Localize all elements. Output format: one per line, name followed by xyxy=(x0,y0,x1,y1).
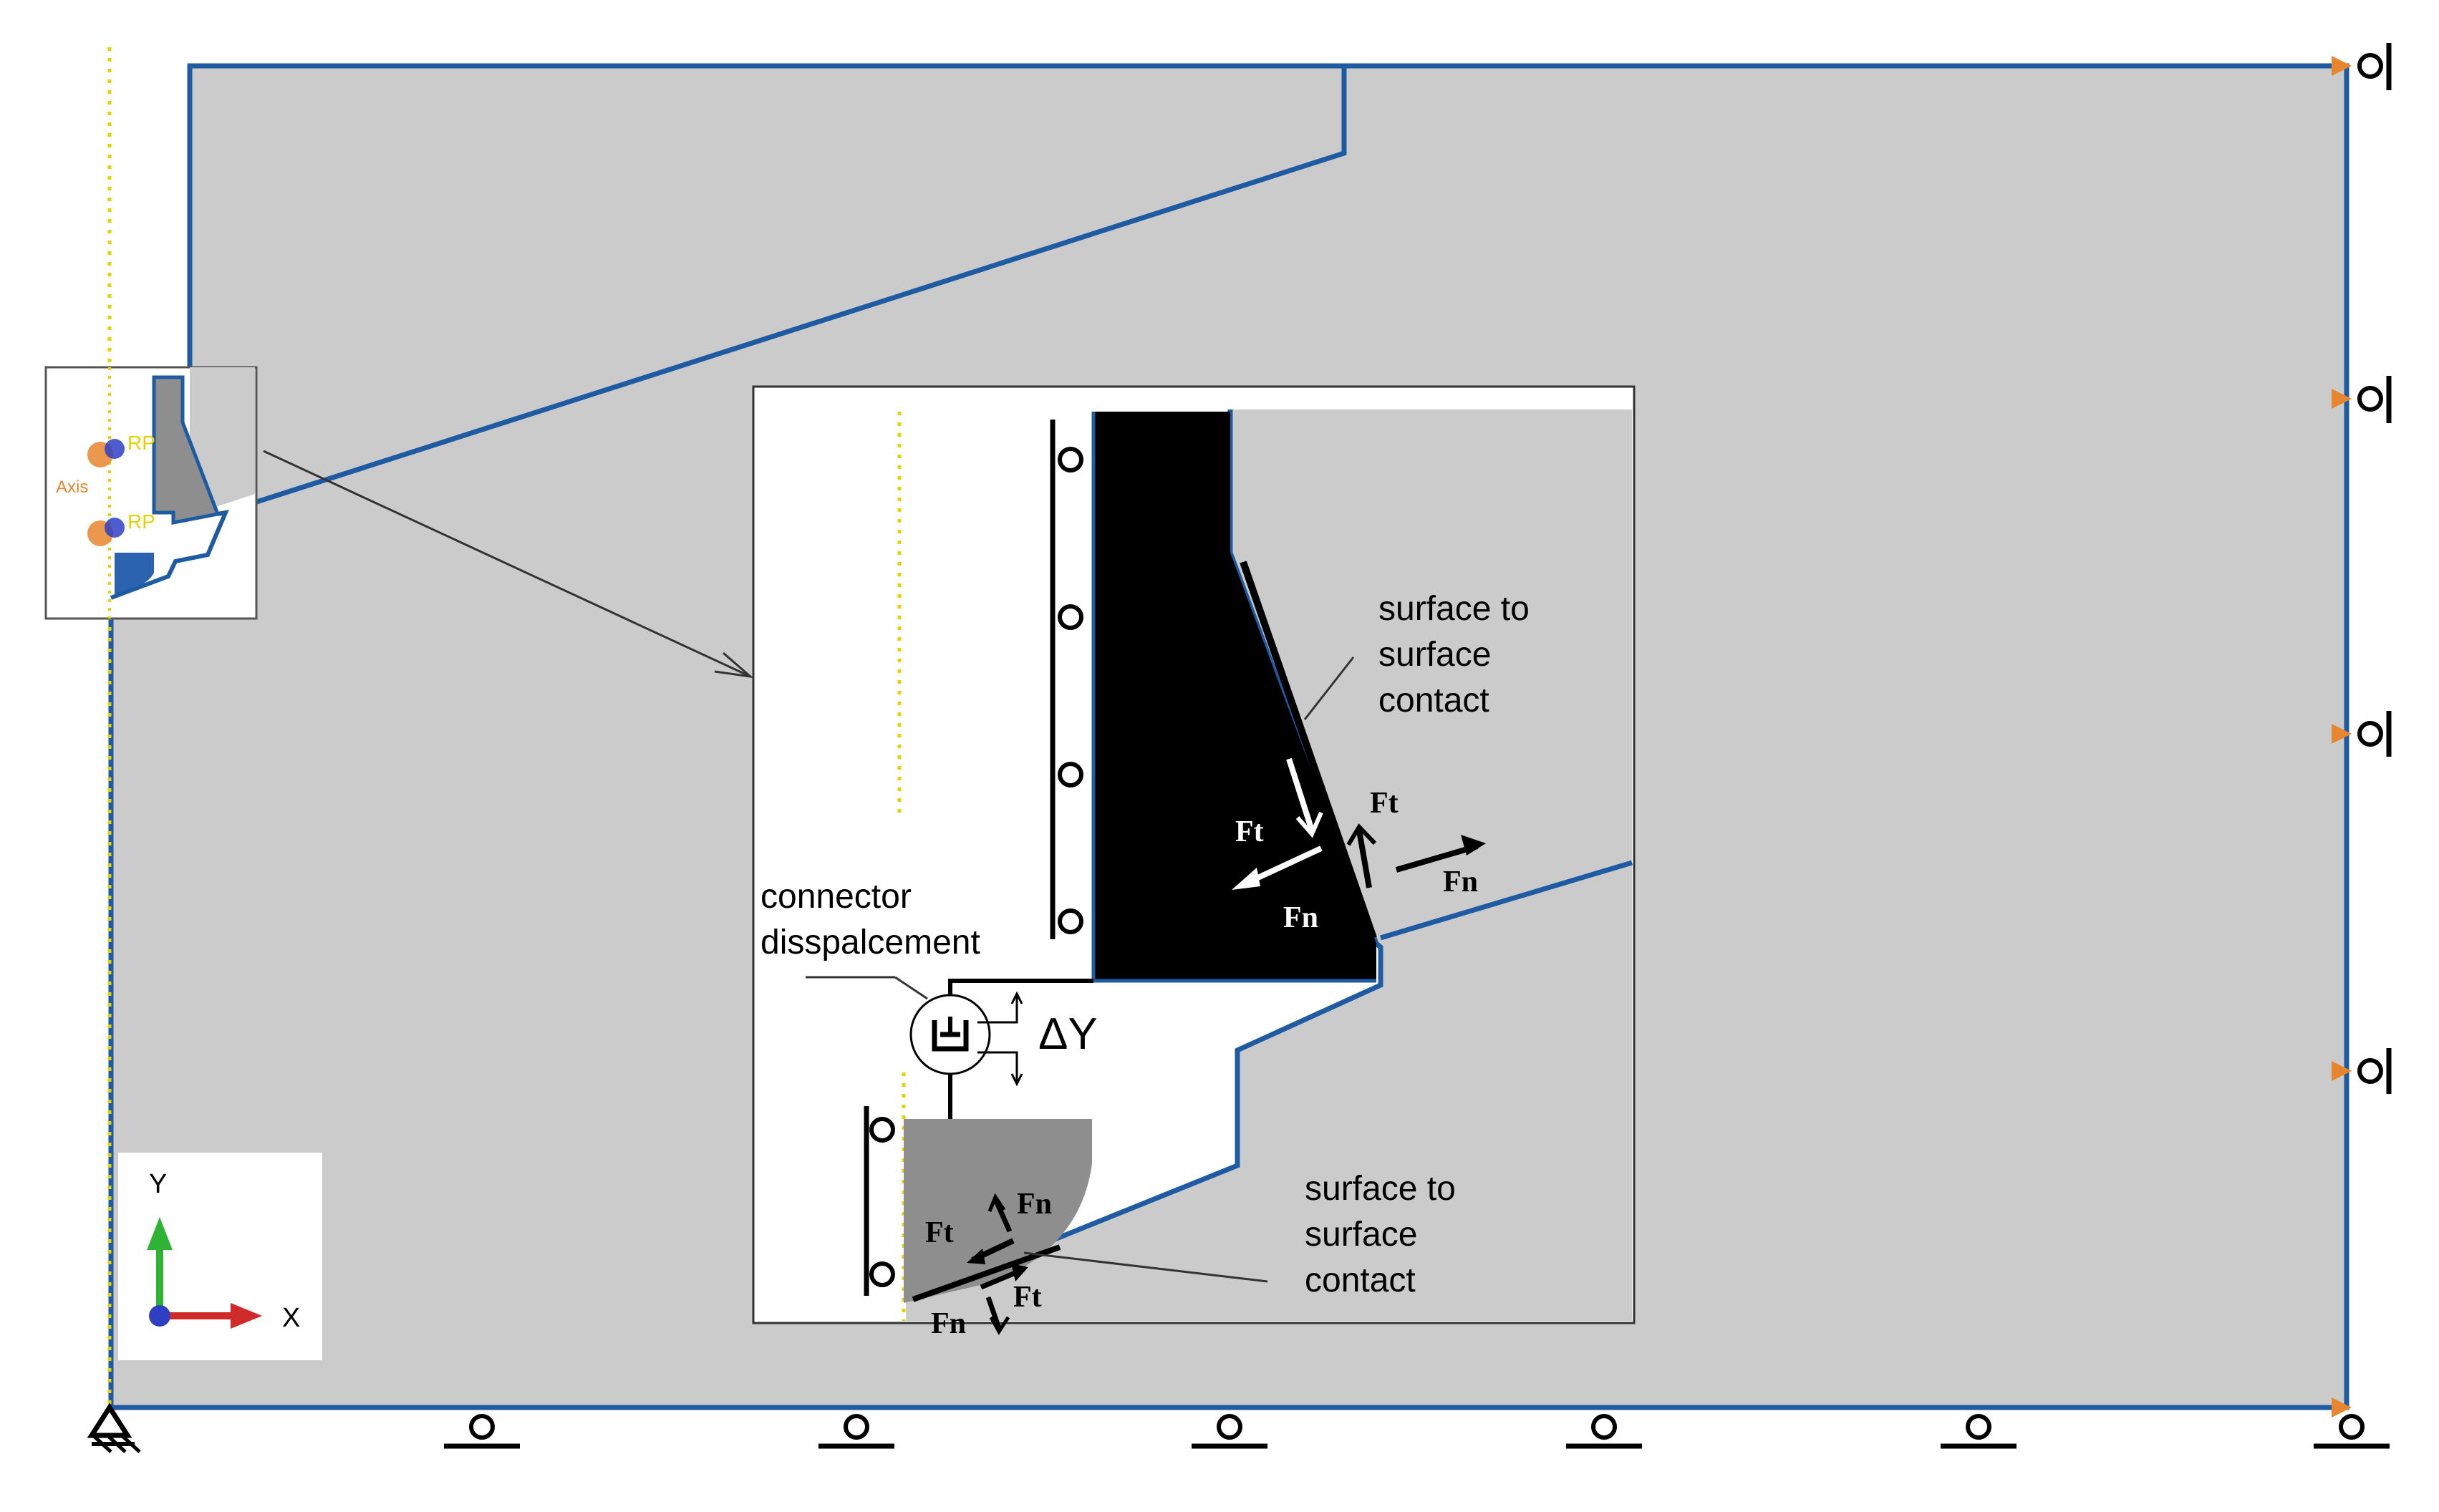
force-ft-lower-left: Ft xyxy=(925,1216,954,1249)
contact-label-upper-1: surface to xyxy=(1378,590,1530,628)
roller-support xyxy=(818,1414,894,1449)
contact-surface-upper xyxy=(1240,561,1377,939)
force-ft-upper-right: Ft xyxy=(1370,787,1399,820)
contact-label-lower-1: surface to xyxy=(1305,1170,1456,1208)
force-ft-upper-left: Ft xyxy=(1235,815,1264,848)
delta-y-label: ΔY xyxy=(1038,1009,1098,1059)
inner-boundary-line xyxy=(224,66,1347,515)
force-ft-lower-right: Ft xyxy=(1013,1281,1042,1314)
y-axis-label: Y xyxy=(149,1169,167,1199)
contact-surface-lower xyxy=(912,1244,1061,1302)
roller-support xyxy=(2332,711,2392,757)
contact-label-upper-3: contact xyxy=(1378,682,1489,719)
roller-support xyxy=(2332,43,2392,90)
overview-upper-part xyxy=(152,375,221,525)
inset-inclined-line xyxy=(1379,860,1633,941)
force-fn-upper-left: Fn xyxy=(1283,901,1318,934)
axis-label: Axis xyxy=(56,478,88,497)
coordinate-triad: Y X xyxy=(118,1153,322,1360)
force-arrows-upper xyxy=(1232,757,1486,890)
contact-label-lower-2: surface xyxy=(1305,1216,1417,1254)
detail-inset: surface to surface contact surface to su… xyxy=(752,385,1636,1340)
roller-support xyxy=(2332,376,2392,423)
right-roller-supports xyxy=(2332,43,2392,1418)
bottom-roller-supports xyxy=(444,1414,2390,1449)
inset-black-part xyxy=(1093,412,1376,981)
roller-support xyxy=(2332,1048,2392,1094)
z-axis-dot xyxy=(149,1305,170,1327)
force-fn-lower-right: Fn xyxy=(931,1307,966,1340)
roller-support xyxy=(1941,1414,2017,1449)
contact-leader-lower xyxy=(1023,1251,1268,1283)
inset-gray-part xyxy=(904,1119,1092,1303)
contact-label-upper-2: surface xyxy=(1378,636,1491,674)
overview-boundary xyxy=(110,510,229,600)
rp-label-1: RP xyxy=(127,432,155,454)
connector-label-2: disspalcement xyxy=(760,924,980,961)
roller-support xyxy=(1566,1414,1642,1449)
force-arrows-lower xyxy=(967,1193,1028,1335)
overview-domain-fill xyxy=(190,367,255,515)
connector-element xyxy=(806,976,1093,1119)
roller-support xyxy=(1192,1414,1267,1449)
pinned-support xyxy=(87,1402,141,1453)
roller-support xyxy=(444,1414,520,1449)
x-axis-label: X xyxy=(282,1303,300,1333)
black-part-rollers xyxy=(1050,420,1083,939)
connector-label-1: connector xyxy=(760,878,912,916)
contact-leader-upper xyxy=(1303,656,1355,720)
force-fn-lower-left: Fn xyxy=(1017,1188,1052,1221)
overview-lower-part xyxy=(115,553,154,594)
contact-label-lower-3: contact xyxy=(1305,1261,1416,1299)
force-fn-upper-right: Fn xyxy=(1443,866,1478,898)
zoom-source-box: RP RP Axis xyxy=(44,366,258,620)
zoom-pointer-arrow xyxy=(263,450,754,679)
rp-label-2: RP xyxy=(127,510,155,533)
roller-support xyxy=(2314,1414,2390,1449)
gray-part-rollers xyxy=(864,1106,895,1296)
